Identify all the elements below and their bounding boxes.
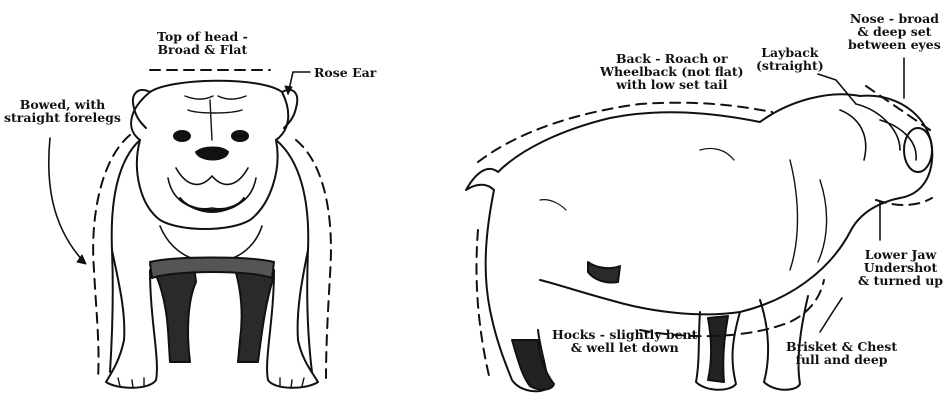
front-lower-jaw <box>180 198 244 212</box>
front-view-guides <box>93 70 331 378</box>
side-tail <box>466 169 498 190</box>
front-body-outline <box>110 140 312 372</box>
side-hind-inner-leg <box>512 340 554 390</box>
front-muzzle-flews <box>168 168 256 209</box>
label-top-of-head: Top of head - Broad & Flat <box>157 30 248 56</box>
front-right-eye <box>232 131 248 141</box>
front-nose <box>196 148 228 160</box>
lower-jaw-guide <box>876 198 932 205</box>
label-nose: Nose - broad & deep set between eyes <box>848 12 941 51</box>
bowed-pointer <box>49 138 84 262</box>
side-neck-folds <box>790 160 827 270</box>
side-far-hind-leg <box>588 262 620 283</box>
label-layback: Layback (straight) <box>756 46 824 72</box>
front-left-leg <box>106 250 157 388</box>
label-hocks: Hocks - slightly bent & well let down <box>552 328 697 354</box>
label-brisket: Brisket & Chest full and deep <box>786 340 897 366</box>
front-right-bow-guide <box>296 140 331 378</box>
label-lower-jaw: Lower Jaw Undershot & turned up <box>858 248 943 287</box>
label-back: Back - Roach or Wheelback (not flat) wit… <box>600 52 744 91</box>
front-chest-band <box>150 258 274 279</box>
front-view-bulldog <box>106 81 318 388</box>
label-bowed-forelegs: Bowed, with straight forelegs <box>4 98 121 124</box>
layback-guide <box>866 86 930 130</box>
brisket-pointer <box>820 298 842 332</box>
front-left-eye <box>174 131 190 141</box>
side-view-guides <box>477 86 933 380</box>
hind-leg-guide <box>477 230 491 380</box>
side-nose <box>904 128 932 172</box>
front-right-leg <box>267 250 318 388</box>
label-rose-ear: Rose Ear <box>314 66 376 79</box>
front-left-inner-leg <box>150 265 196 362</box>
layback-pointer <box>818 74 856 104</box>
side-skin-folds <box>540 148 734 210</box>
side-front-dark-leg <box>708 316 728 382</box>
